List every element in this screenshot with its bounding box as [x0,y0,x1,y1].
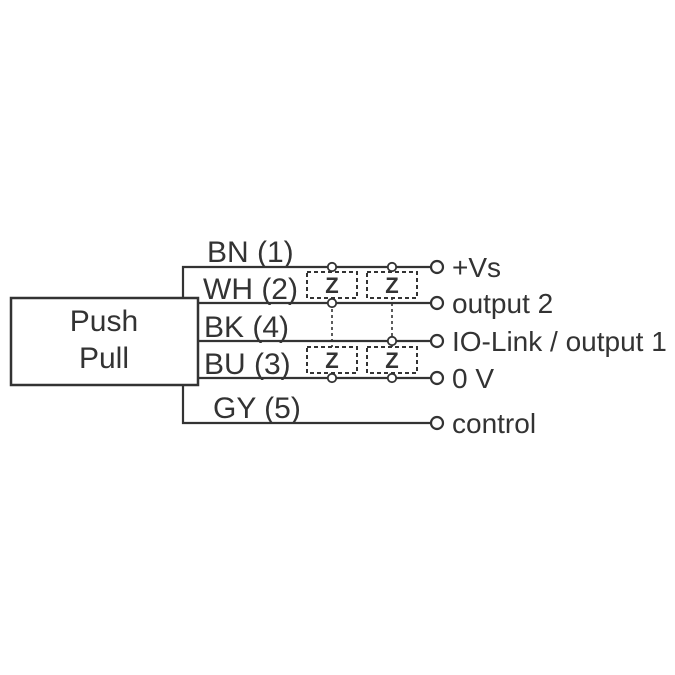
wire-label-bn: BN (1) [207,236,294,269]
terminal-circle-iolink [429,333,445,349]
terminal-label-control: control [452,408,536,439]
junction-dots [326,261,398,384]
terminal-label-iolink: IO-Link / output 1 [452,326,667,357]
zener-box-top-right [366,271,418,299]
junction-dot [386,372,398,384]
zener-symbol-icon: Z [325,273,338,298]
junction-dot [326,297,338,309]
block-label-line1: Push [70,305,138,338]
terminal-circle-vs [429,259,445,275]
wire-label-wh: WH (2) [203,273,298,306]
terminal-labels: +Vs output 2 IO-Link / output 1 0 V cont… [452,252,667,439]
wire-label-gy: GY (5) [213,392,301,425]
zener-symbol-icon: Z [325,348,338,373]
terminal-circle-output2 [429,295,445,311]
wire-label-bu: BU (3) [204,348,291,381]
zener-symbol-icon: Z [385,348,398,373]
terminal-circle-control [429,415,445,431]
wire-color-labels: BN (1) WH (2) BK (4) BU (3) GY (5) [203,236,301,425]
push-pull-block: Push Pull [9,296,200,387]
block-label-line2: Pull [79,342,129,375]
wire-line-bn [181,265,431,298]
zener-box-bottom-right [366,346,418,374]
zener-diodes [306,271,418,374]
junction-dot [326,372,338,384]
zener-symbol-icon: Z [385,273,398,298]
junction-dot [386,335,398,347]
terminal-label-0v: 0 V [452,363,494,394]
zener-symbols: Z Z Z Z [325,273,398,373]
wire-line-gy [181,385,431,425]
terminal-label-vs: +Vs [452,252,501,283]
junction-dot [386,261,398,273]
terminal-circles [429,259,445,431]
junction-dot [326,261,338,273]
terminal-circle-0v [429,370,445,386]
terminal-label-output2: output 2 [452,288,553,319]
wire-label-bk: BK (4) [204,311,289,344]
